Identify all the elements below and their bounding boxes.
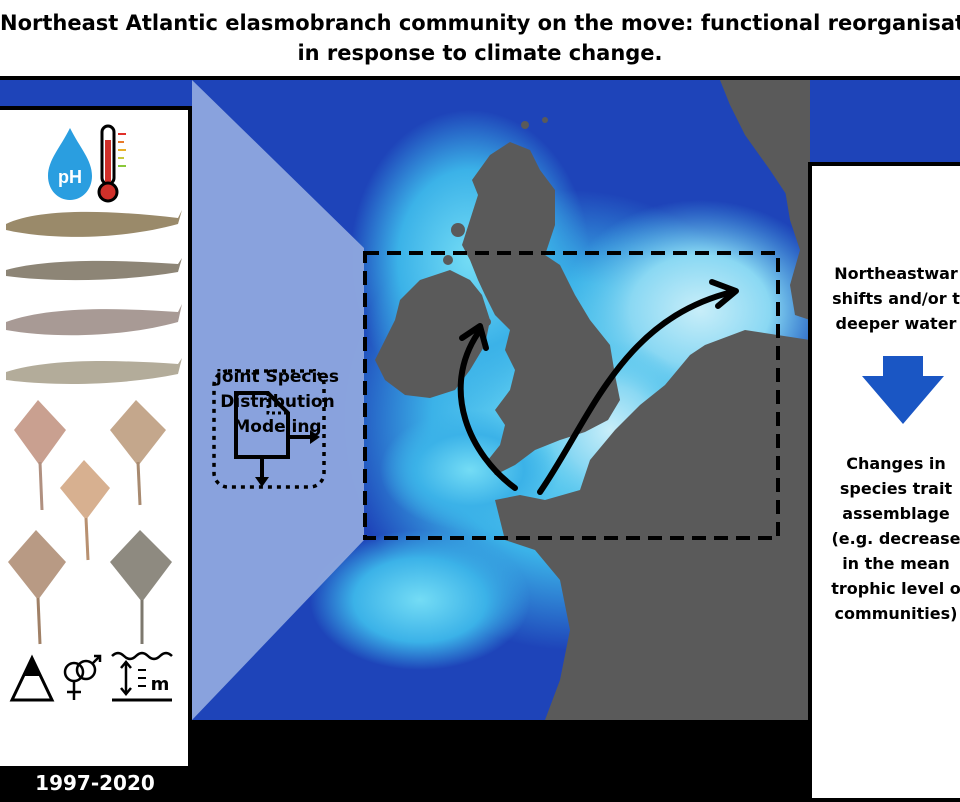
outcome-shift-line-2: shifts and/or t bbox=[832, 289, 960, 308]
title-line-1: Northeast Atlantic elasmobranch communit… bbox=[0, 11, 960, 35]
outcome-traits-line-4: (e.g. decrease bbox=[831, 529, 960, 548]
ph-droplet-icon: pH bbox=[48, 128, 92, 200]
land-isles bbox=[451, 223, 465, 237]
outcome-panel: Northeastwar shifts and/or t deeper wate… bbox=[808, 162, 960, 802]
model-cube-icon bbox=[212, 369, 326, 489]
outcome-traits-line-6: trophic level o bbox=[831, 579, 960, 598]
outcome-traits-line-5: in the mean bbox=[842, 554, 950, 573]
species-panel: pH bbox=[0, 106, 192, 770]
outcome-traits-line-2: species trait bbox=[839, 479, 953, 498]
bay-of-biscay-shelf bbox=[310, 530, 530, 670]
trophic-pyramid-icon bbox=[9, 654, 55, 702]
outcome-shift-line-3: deeper water bbox=[835, 314, 957, 333]
shift-arrow-icon-2 bbox=[537, 289, 735, 495]
land-great-britain bbox=[462, 142, 620, 475]
dashed-study-area-box bbox=[363, 251, 780, 540]
thermometer-icon bbox=[97, 124, 126, 203]
shift-arrow-icon bbox=[457, 330, 518, 491]
title-line-2: in response to climate change. bbox=[297, 41, 663, 65]
down-arrow-icon bbox=[862, 356, 944, 424]
land-denmark bbox=[785, 185, 810, 320]
outcome-traits-line-1: Changes in bbox=[846, 454, 946, 473]
outcome-shift-line-1: Northeastwar bbox=[834, 264, 958, 283]
land-continent bbox=[495, 330, 810, 720]
outcome-traits-line-7: communities) bbox=[834, 604, 958, 623]
outcome-traits-line-3: assemblage bbox=[842, 504, 950, 523]
outcome-shift-text: Northeastwar shifts and/or t deeper wate… bbox=[816, 261, 960, 336]
species-panel-art: pH bbox=[6, 124, 182, 702]
depth-icon: m bbox=[111, 651, 173, 702]
title-bar: Northeast Atlantic elasmobranch communit… bbox=[0, 0, 960, 80]
years-label: 1997-2020 bbox=[35, 771, 155, 795]
jsdm-line-3: Modeling bbox=[233, 417, 322, 437]
sex-symbols-icon bbox=[63, 654, 102, 700]
main-scene: pH bbox=[0, 80, 960, 802]
land-norway bbox=[720, 80, 810, 220]
ray-images bbox=[8, 400, 172, 645]
ph-label: pH bbox=[58, 167, 82, 187]
depth-unit: m bbox=[151, 674, 170, 695]
map-svg bbox=[0, 80, 960, 720]
outcome-traits-text: Changes in species trait assemblage (e.g… bbox=[816, 451, 960, 626]
shark-images bbox=[6, 210, 182, 384]
projection-shape bbox=[192, 80, 364, 720]
